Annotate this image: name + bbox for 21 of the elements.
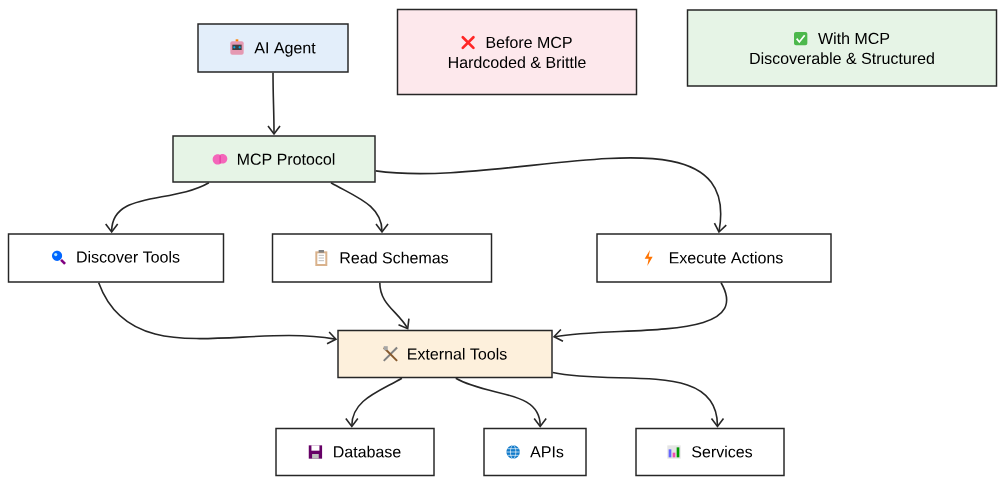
arrow <box>379 281 410 330</box>
arrow <box>552 281 728 343</box>
note-box: With MCP Discoverable & Structured <box>686 9 998 87</box>
arrow <box>97 281 338 345</box>
process-box: External Tools <box>337 329 553 379</box>
process-box: APIs <box>483 427 587 477</box>
arrow <box>454 377 547 428</box>
arrow <box>267 71 281 136</box>
process-box: Database <box>275 427 435 477</box>
process-box: Services <box>635 427 785 477</box>
arrow <box>345 377 403 428</box>
agent-box: AI Agent <box>197 23 349 73</box>
process-box: Discover Tools <box>7 233 225 283</box>
arrow <box>330 181 389 234</box>
process-box: Read Schemas <box>271 233 493 283</box>
process-box: MCP Protocol <box>172 135 376 183</box>
arrow <box>104 181 210 234</box>
arrow <box>551 371 725 428</box>
arrow <box>374 157 728 234</box>
process-box: Execute Actions <box>596 233 832 283</box>
note-box: Before MCP Hardcoded & Brittle <box>396 8 638 96</box>
